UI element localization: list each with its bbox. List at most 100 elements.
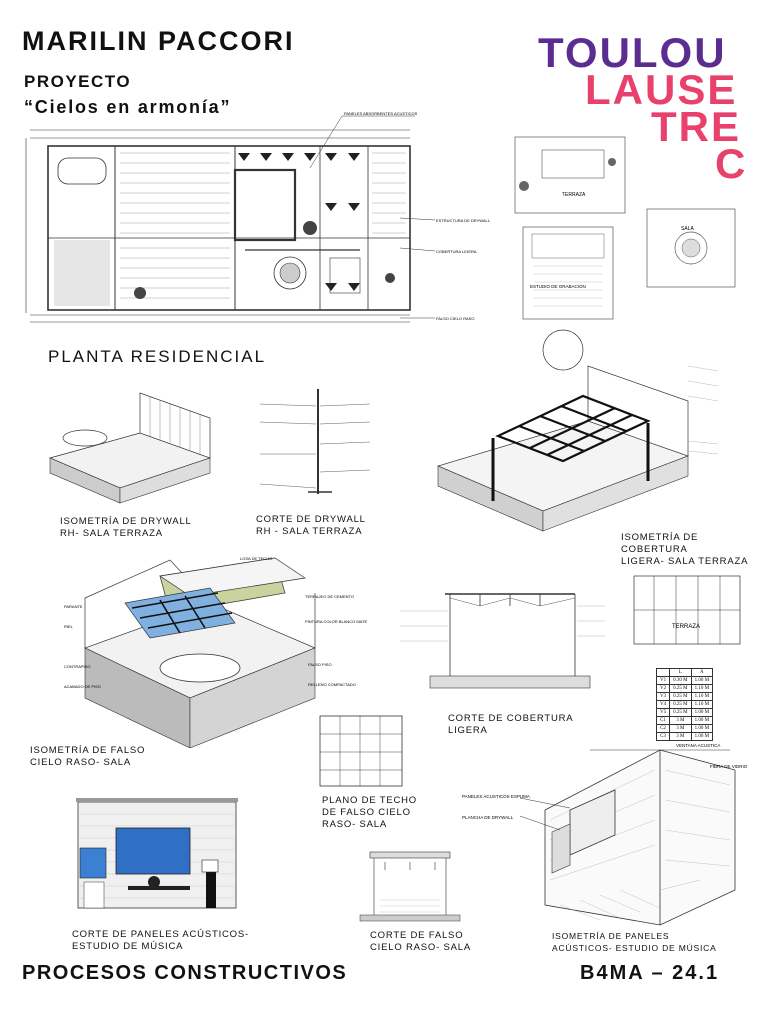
table-cell: 1.00 M — [690, 716, 714, 725]
estudio-thumbnail: ESTUDIO DE GRABACION — [522, 226, 614, 320]
caption-line: ISOMETRÍA DE COBERTURA — [621, 532, 699, 555]
iso-cobertura-drawing — [436, 329, 719, 532]
logo-line-1: TOULOU — [538, 29, 727, 76]
plan-label-top: PANELES ABSORBENTES ACUSTICOS — [344, 111, 418, 116]
caption-line: ISOMETRÍA DE DRYWALL — [60, 516, 192, 527]
label-plancha: PLANCHA DE DRYWALL — [462, 815, 514, 820]
iso-falso-cielo-drawing: LOSA DE TECHO TERRAJEO DE CEMENTO PINTUR… — [64, 556, 367, 748]
table-cell: 1.10 M — [690, 692, 714, 701]
plan-label-falso-cielo: FALSO CIELO RASO — [436, 316, 474, 321]
corte-drywall-drawing — [259, 389, 371, 494]
table-cell: 1.00 M — [690, 724, 714, 733]
label-fibra: FIBRA DE VIDRIO — [710, 764, 748, 769]
caption-corte-cobertura: CORTE DE COBERTURA LIGERA — [448, 713, 573, 737]
table-cell: V4 — [655, 700, 671, 709]
table-cell: V1 — [655, 676, 671, 685]
estudio-label: ESTUDIO DE GRABACION — [530, 284, 586, 289]
cobertura-plan-drawing: TERRAZA — [633, 575, 741, 645]
caption-line: ISOMETRÍA DE PANELES — [552, 931, 670, 941]
table-cell: V2 — [655, 684, 671, 693]
brand-logo: TOULOU LAUSE TRE C — [538, 29, 753, 187]
label-contrapiso: CONTRAPISO — [64, 664, 90, 669]
table-cell: 3 M — [669, 716, 692, 725]
caption-line: CIELO RASO- SALA — [30, 757, 131, 768]
logo-line-2: LAUSE — [585, 66, 738, 113]
logo-line-4: C — [715, 140, 748, 187]
label-paneles-ac: PANELES ACUSTICOS ESPUMA — [462, 794, 530, 799]
caption-line: CORTE DE FALSO — [370, 930, 464, 941]
table-cell: L — [669, 668, 692, 677]
label-acabado: ACABADO DE PISO — [64, 684, 101, 689]
table-cell: 3 M — [669, 724, 692, 733]
table-cell: V5 — [655, 708, 671, 717]
sheet-title: PLANTA RESIDENCIAL — [48, 347, 267, 366]
table-cell: 1.00 M — [690, 676, 714, 685]
plan-label-cobertura: COBERTURA LIGERA — [436, 249, 477, 254]
table-cell: 1.10 M — [690, 684, 714, 693]
footer-course: PROCESOS CONSTRUCTIVOS — [22, 962, 348, 984]
caption-line: ISOMETRÍA DE FALSO — [30, 745, 146, 756]
caption-corte-paneles: CORTE DE PANELES ACÚSTICOS- ESTUDIO DE M… — [72, 929, 249, 953]
label-terrajeo: TERRAJEO DE CEMENTO — [305, 594, 354, 599]
project-label: PROYECTO — [24, 72, 132, 91]
logo-line-3: TRE — [651, 103, 741, 150]
caption-corte-drywall: CORTE DE DRYWALL RH - SALA TERRAZA — [256, 514, 366, 538]
table-cell: 1.10 M — [690, 700, 714, 709]
label-pintura: PINTURA COLOR BLANCO MATE — [305, 619, 367, 624]
table-cell — [655, 668, 671, 677]
table-cell: 0.25 M — [669, 692, 692, 701]
corte-falso-cielo-drawing — [359, 851, 461, 922]
table-cell: V3 — [655, 692, 671, 701]
caption-line: LIGERA — [448, 725, 488, 736]
caption-line: CIELO RASO- SALA — [370, 942, 471, 953]
sala-thumbnail: SALA — [646, 208, 736, 288]
caption-line: CORTE DE PANELES ACÚSTICOS- — [72, 929, 249, 940]
plan-label-drywall: ESTRUCTURA DE DRYWALL — [436, 218, 491, 223]
caption-plano-techo: PLANO DE TECHO DE FALSO CIELO RASO- SALA — [322, 795, 417, 831]
iso-paneles-drawing: VENTANA ACUSTICA FIBRA DE VIDRIO PANELES… — [462, 743, 748, 926]
terraza-label: TERRAZA — [562, 192, 586, 198]
caption-line: PLANO DE TECHO — [322, 795, 417, 806]
caption-line: DE FALSO CIELO — [322, 807, 411, 818]
caption-iso-paneles: ISOMETRÍA DE PANELES ACÚSTICOS- ESTUDIO … — [552, 930, 717, 954]
corte-paneles-drawing — [76, 798, 238, 909]
sala-label: SALA — [681, 226, 694, 232]
table-cell: C1 — [655, 716, 671, 725]
caption-line: LIGERA- SALA TERRAZA — [621, 556, 749, 567]
table-cell: 0.25 M — [669, 700, 692, 709]
caption-line: ACÚSTICOS- ESTUDIO DE MÚSICA — [552, 943, 717, 953]
label-relleno: RELLENO COMPACTADO — [308, 682, 356, 687]
plano-techo-drawing — [319, 715, 403, 787]
caption-iso-falso-cielo: ISOMETRÍA DE FALSO CIELO RASO- SALA — [30, 745, 145, 769]
caption-corte-falso: CORTE DE FALSO CIELO RASO- SALA — [370, 930, 471, 954]
caption-line: RH- SALA TERRAZA — [60, 528, 163, 539]
label-riel: RIEL — [64, 624, 74, 629]
table-cell: 0.25 M — [669, 708, 692, 717]
project-name: “Cielos en armonía” — [24, 97, 232, 117]
author-name: MARILIN PACCORI — [22, 26, 295, 56]
table-cell: A — [690, 668, 714, 677]
iso-drywall-drawing — [48, 392, 212, 504]
label-ventana: VENTANA ACUSTICA — [676, 743, 720, 748]
label-losa-techo: LOSA DE TECHO — [240, 556, 272, 561]
caption-line: RH - SALA TERRAZA — [256, 526, 363, 537]
caption-line: CORTE DE COBERTURA — [448, 713, 574, 724]
table-cell: 0.25 M — [669, 684, 692, 693]
caption-iso-cobertura: ISOMETRÍA DE COBERTURA LIGERA- SALA TERR… — [621, 532, 768, 568]
caption-line: CORTE DE DRYWALL — [256, 514, 366, 525]
table-cell: 1.00 M — [690, 732, 714, 741]
terraza-plan-label: TERRAZA — [672, 624, 700, 630]
corte-cobertura-drawing — [400, 593, 605, 689]
footer-code: B4MA – 24.1 — [580, 962, 720, 984]
table-cell: 0.30 M — [669, 676, 692, 685]
table-cell: 1.00 M — [690, 708, 714, 717]
